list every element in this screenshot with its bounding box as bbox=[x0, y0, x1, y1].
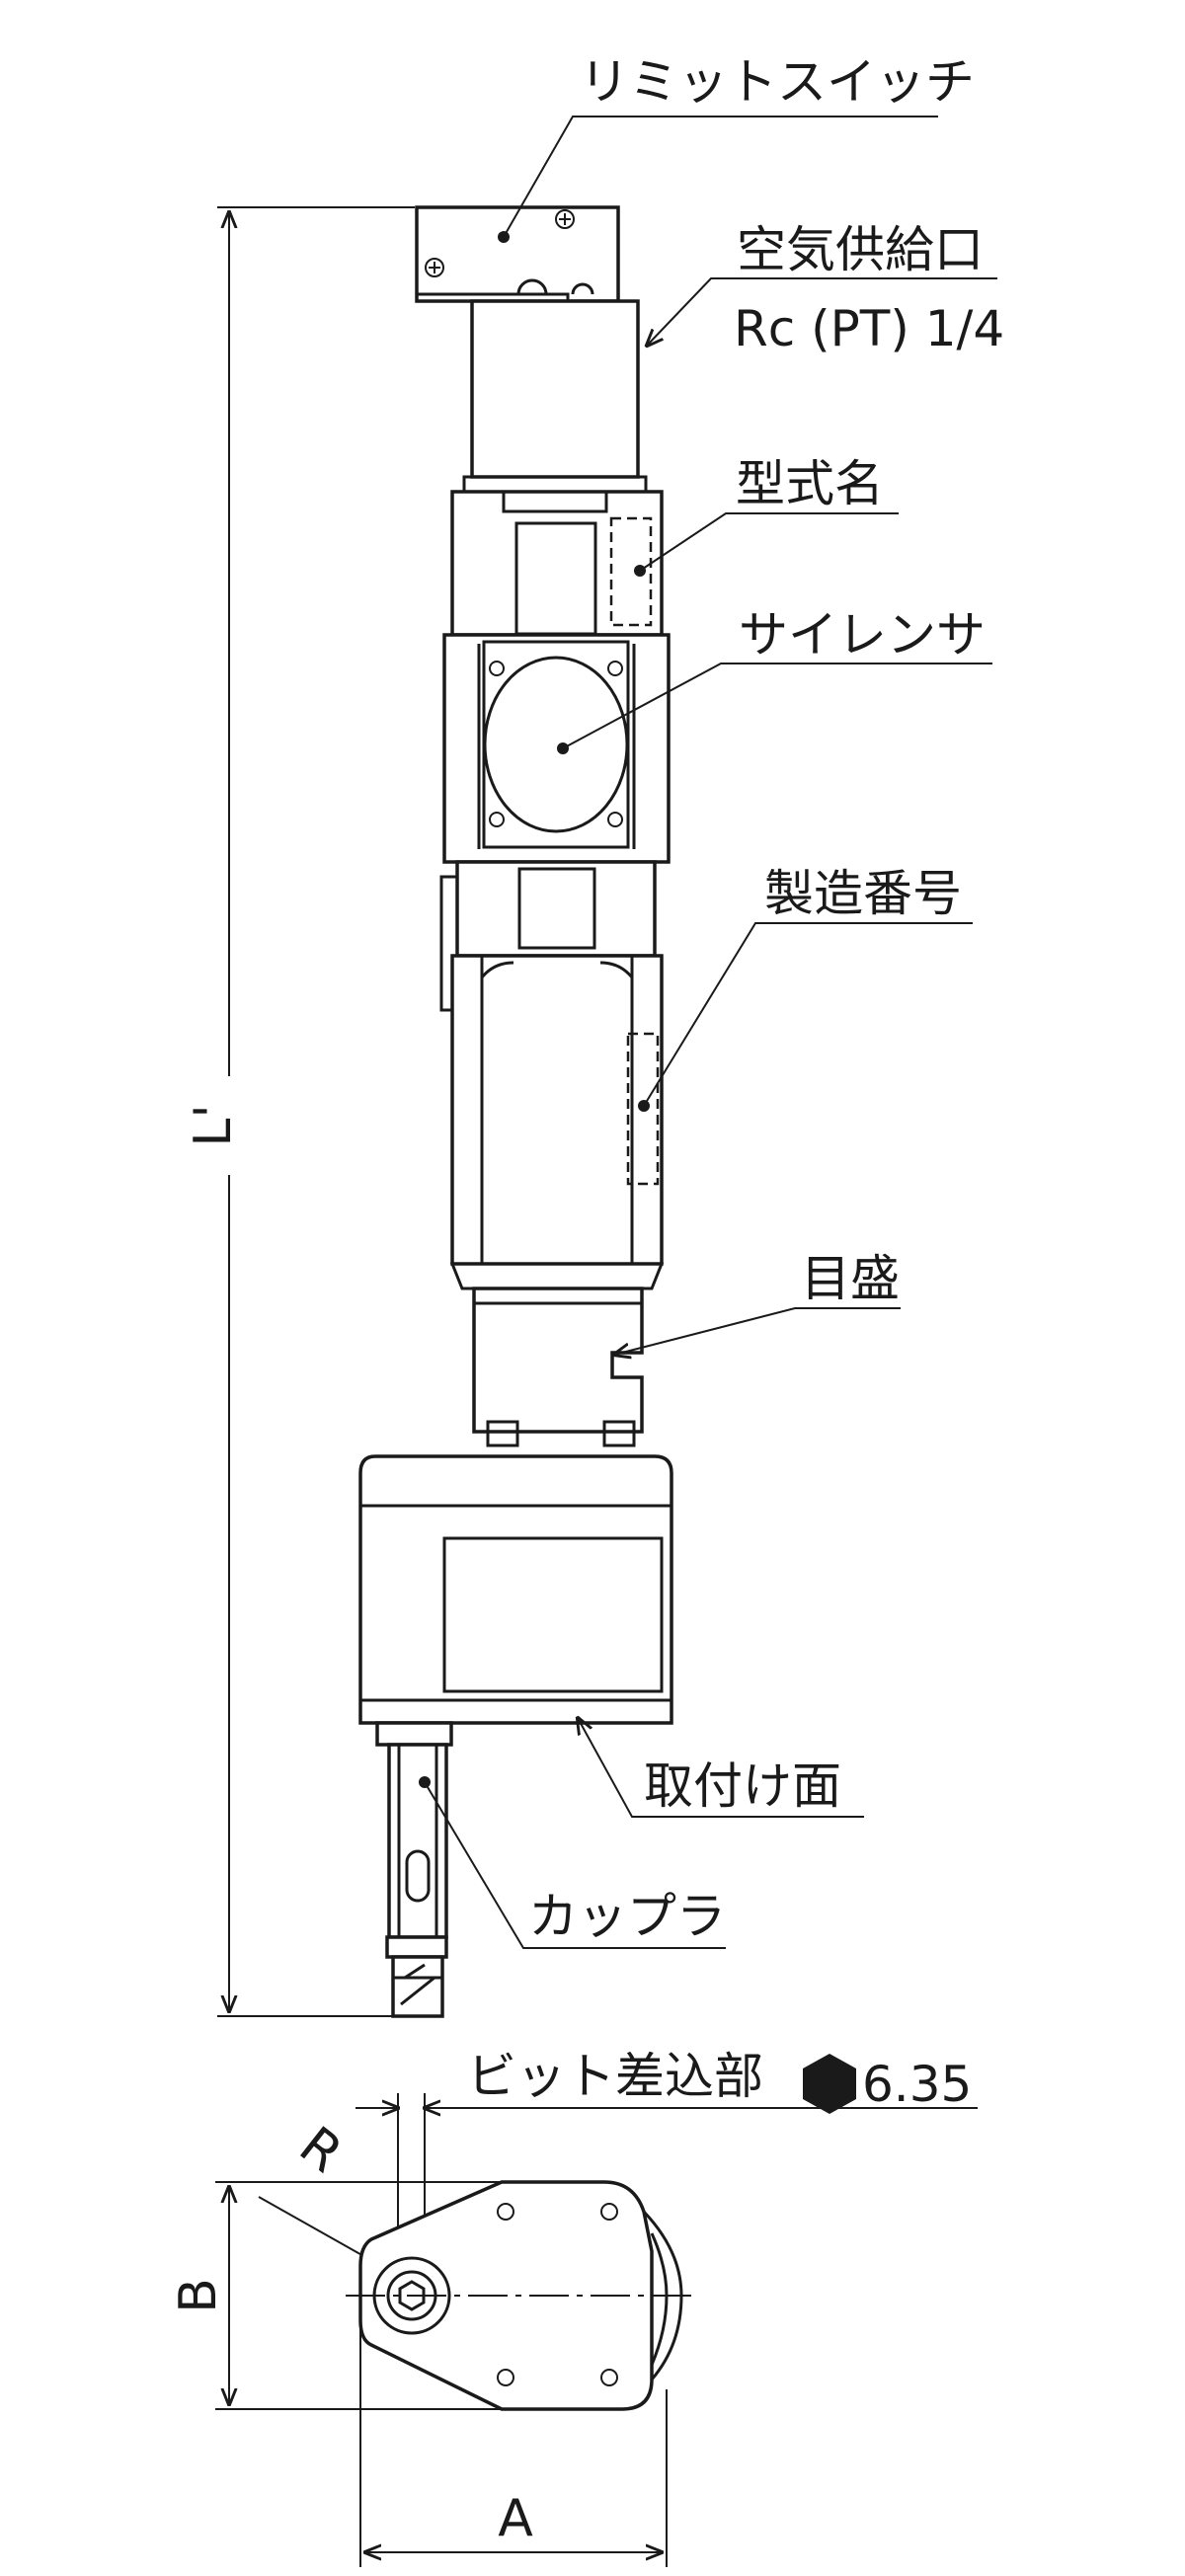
grip-body bbox=[449, 954, 665, 1290]
dimension-width-a: A bbox=[498, 2489, 533, 2548]
leader-coupler bbox=[424, 1781, 726, 1949]
leader-serial-number bbox=[643, 922, 973, 1107]
side-view bbox=[358, 205, 673, 2018]
dimension-length: L' bbox=[184, 1104, 243, 1146]
label-coupler: カップラ bbox=[528, 1888, 726, 1945]
limit-switch-body bbox=[415, 205, 620, 303]
dimension-radius: R bbox=[288, 2116, 353, 2185]
leader-air-inlet bbox=[647, 277, 997, 346]
label-silencer: サイレンサ bbox=[739, 606, 986, 664]
label-air-inlet-spec: Rc (PT) 1/4 bbox=[734, 300, 1004, 357]
label-bit-size: 6.35 bbox=[862, 2056, 972, 2113]
coupler-body bbox=[375, 1721, 453, 2018]
leader-model-name bbox=[639, 512, 899, 572]
label-air-inlet: 空気供給口 bbox=[737, 221, 984, 278]
label-limit-switch: リミットスイッチ bbox=[580, 53, 975, 111]
label-mounting-face: 取付け面 bbox=[644, 1757, 841, 1815]
leader-limit-switch bbox=[503, 116, 938, 238]
upper-housing bbox=[450, 490, 664, 637]
gear-head bbox=[358, 1454, 673, 1725]
neck-section bbox=[472, 1287, 644, 1447]
leader-silencer bbox=[562, 663, 992, 749]
bottom-view: ビット差込部 6.35 R B A bbox=[169, 2048, 978, 2567]
label-model-name: 型式名 bbox=[736, 455, 884, 512]
length-dimension bbox=[188, 206, 415, 2017]
mid-section bbox=[439, 860, 657, 1012]
leader-scale bbox=[614, 1307, 901, 1355]
label-bit-insert: ビット差込部 bbox=[467, 2048, 763, 2105]
dimension-height-b: B bbox=[169, 2278, 228, 2313]
leader-mounting-face bbox=[578, 1718, 864, 1818]
air-inlet-cylinder bbox=[470, 299, 640, 479]
label-serial-number: 製造番号 bbox=[764, 865, 962, 922]
silencer-housing bbox=[442, 633, 671, 864]
hexagon-icon bbox=[803, 2054, 856, 2114]
label-scale: 目盛 bbox=[801, 1250, 900, 1307]
